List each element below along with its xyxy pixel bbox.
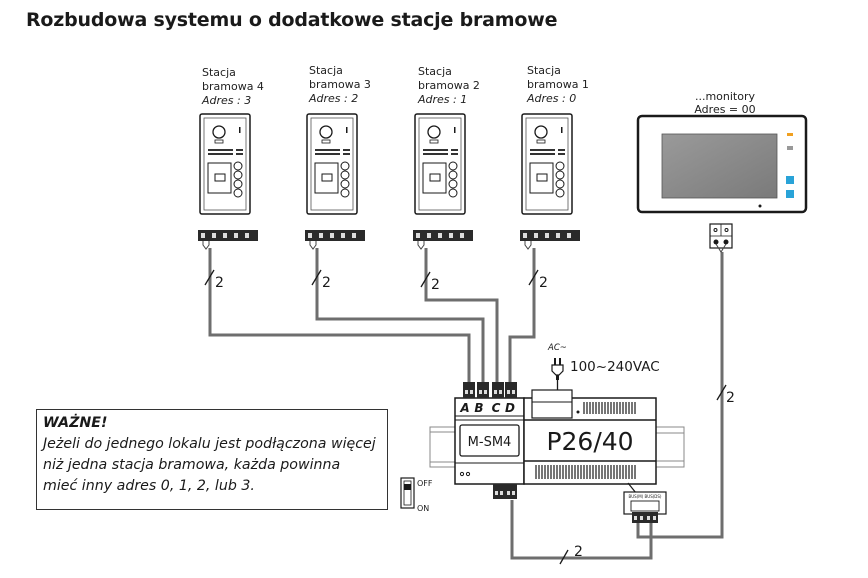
switcher-name: M-SM4	[468, 435, 512, 450]
vent-top	[583, 402, 636, 414]
port-d-connector	[505, 382, 517, 398]
port-b-label: B	[474, 401, 483, 415]
page-title: Rozbudowa systemu o dodatkowe stacje bra…	[26, 9, 558, 31]
wire-monitor	[636, 252, 724, 539]
note-line-3: mieć inny adres 0, 1, 2, lub 3.	[43, 478, 255, 494]
tick-mark	[420, 271, 431, 288]
port-d-label: D	[505, 401, 515, 415]
port-b-connector	[477, 382, 489, 398]
port-a-connector	[463, 382, 475, 398]
tick-mark	[204, 269, 215, 286]
station-4-address: Adres : 3	[202, 94, 252, 107]
talk-button-icon	[786, 176, 794, 184]
voltage-label: 100~240VAC	[570, 359, 660, 375]
wire-count-label: 2	[322, 275, 331, 291]
bus-distributor-terminal	[632, 512, 658, 523]
unlock-button-icon	[786, 190, 794, 198]
wire-count-label: 2	[539, 275, 548, 291]
station-3-name-line1: Stacja	[309, 64, 343, 77]
power-supply-name: P26/40	[546, 427, 633, 456]
gate-station-3-panel	[306, 113, 358, 215]
wire-station-1	[508, 248, 536, 382]
gate-station-1-panel	[521, 113, 573, 215]
monitor-address: Adres = 00	[694, 103, 756, 116]
wire-count-label: 2	[215, 275, 224, 291]
gate-station-2-terminal	[412, 229, 474, 250]
wire-station-2	[424, 248, 499, 382]
m-sm4-switcher: M-SM4 A B C D	[454, 382, 525, 499]
gate-station-1-terminal	[519, 229, 581, 250]
power-input-block	[531, 389, 573, 419]
vent-bottom	[535, 465, 636, 479]
station-2-name-line2: bramowa 2	[418, 79, 480, 92]
station-4-name-line2: bramowa 4	[202, 80, 264, 93]
bus-distributor: BUS(M) BUS(DS)	[623, 491, 667, 523]
monitor-label: ...monitory Adres = 00	[690, 90, 760, 116]
station-label-1: Stacja bramowa 1 Adres : 0	[527, 64, 589, 106]
wire-count-label: 2	[574, 544, 583, 560]
wire-station-3	[315, 248, 485, 382]
status-led-icon	[787, 133, 793, 136]
dip-switch-on-label: ON	[417, 504, 429, 513]
gate-station-3	[304, 113, 366, 250]
indicator-icon	[787, 146, 793, 150]
station-label-3: Stacja bramowa 3 Adres : 2	[309, 64, 371, 106]
gate-station-4-terminal	[197, 229, 259, 250]
port-c-label: C	[492, 401, 501, 415]
station-label-2: Stacja bramowa 2 Adres : 1	[418, 65, 480, 107]
din-rail-left	[429, 426, 457, 468]
tick-mark	[716, 384, 727, 401]
gate-station-4-panel	[199, 113, 251, 215]
wires	[208, 248, 724, 560]
port-c-connector	[492, 382, 504, 398]
monitor-terminal	[709, 223, 733, 253]
monitor	[636, 114, 808, 253]
station-1-name-line2: bramowa 1	[527, 78, 589, 91]
switcher-label-window	[459, 424, 520, 457]
dip-switch[interactable]: OFF ON	[400, 477, 433, 513]
wire-count-label: 2	[431, 277, 440, 293]
gate-station-2	[412, 113, 474, 250]
monitor-label-line1: ...monitory	[694, 90, 756, 103]
station-4-name-line1: Stacja	[202, 66, 236, 79]
wire-count-label: 2	[726, 390, 735, 406]
wire-count-ticks	[204, 269, 727, 565]
station-3-address: Adres : 2	[309, 92, 359, 105]
tick-mark	[528, 269, 539, 286]
ac-label: AC~	[547, 343, 567, 353]
dip-switch-off-label: OFF	[417, 479, 433, 488]
tick-mark	[559, 549, 569, 565]
bus-out-connector	[493, 484, 517, 499]
microphone-icon	[758, 204, 762, 208]
gate-station-3-terminal	[304, 229, 366, 250]
gate-station-1	[519, 113, 581, 250]
monitor-screen	[661, 133, 778, 199]
station-1-address: Adres : 0	[527, 92, 577, 105]
station-1-name-line1: Stacja	[527, 64, 561, 77]
note-line-1: Jeżeli do jednego lokalu jest podłączona…	[43, 436, 376, 452]
station-2-address: Adres : 1	[418, 93, 468, 106]
dip-switch-knob[interactable]	[404, 484, 411, 490]
note-header: WAŻNE!	[43, 415, 108, 431]
tick-mark	[311, 269, 322, 286]
gate-station-4	[197, 113, 259, 250]
wire-station-4	[208, 248, 471, 382]
port-a-label: A	[459, 401, 469, 415]
din-rail	[429, 426, 685, 468]
station-3-name-line2: bramowa 3	[309, 78, 371, 91]
din-rail-right	[655, 426, 685, 468]
note-line-2: niż jedna stacja bramowa, każda powinna	[43, 457, 341, 473]
station-2-name-line1: Stacja	[418, 65, 452, 78]
bus-distributor-label: BUS(M) BUS(DS)	[628, 494, 661, 499]
station-label-4: Stacja bramowa 4 Adres : 3	[202, 66, 264, 108]
gate-station-2-panel	[414, 113, 466, 215]
wire-bus-bottom	[510, 500, 653, 560]
important-note: WAŻNE! Jeżeli do jednego lokalu jest pod…	[36, 409, 388, 510]
power-plug-icon	[551, 358, 564, 390]
p26-40-power-supply: P26/40 AC~ 100~240VAC	[523, 343, 660, 494]
